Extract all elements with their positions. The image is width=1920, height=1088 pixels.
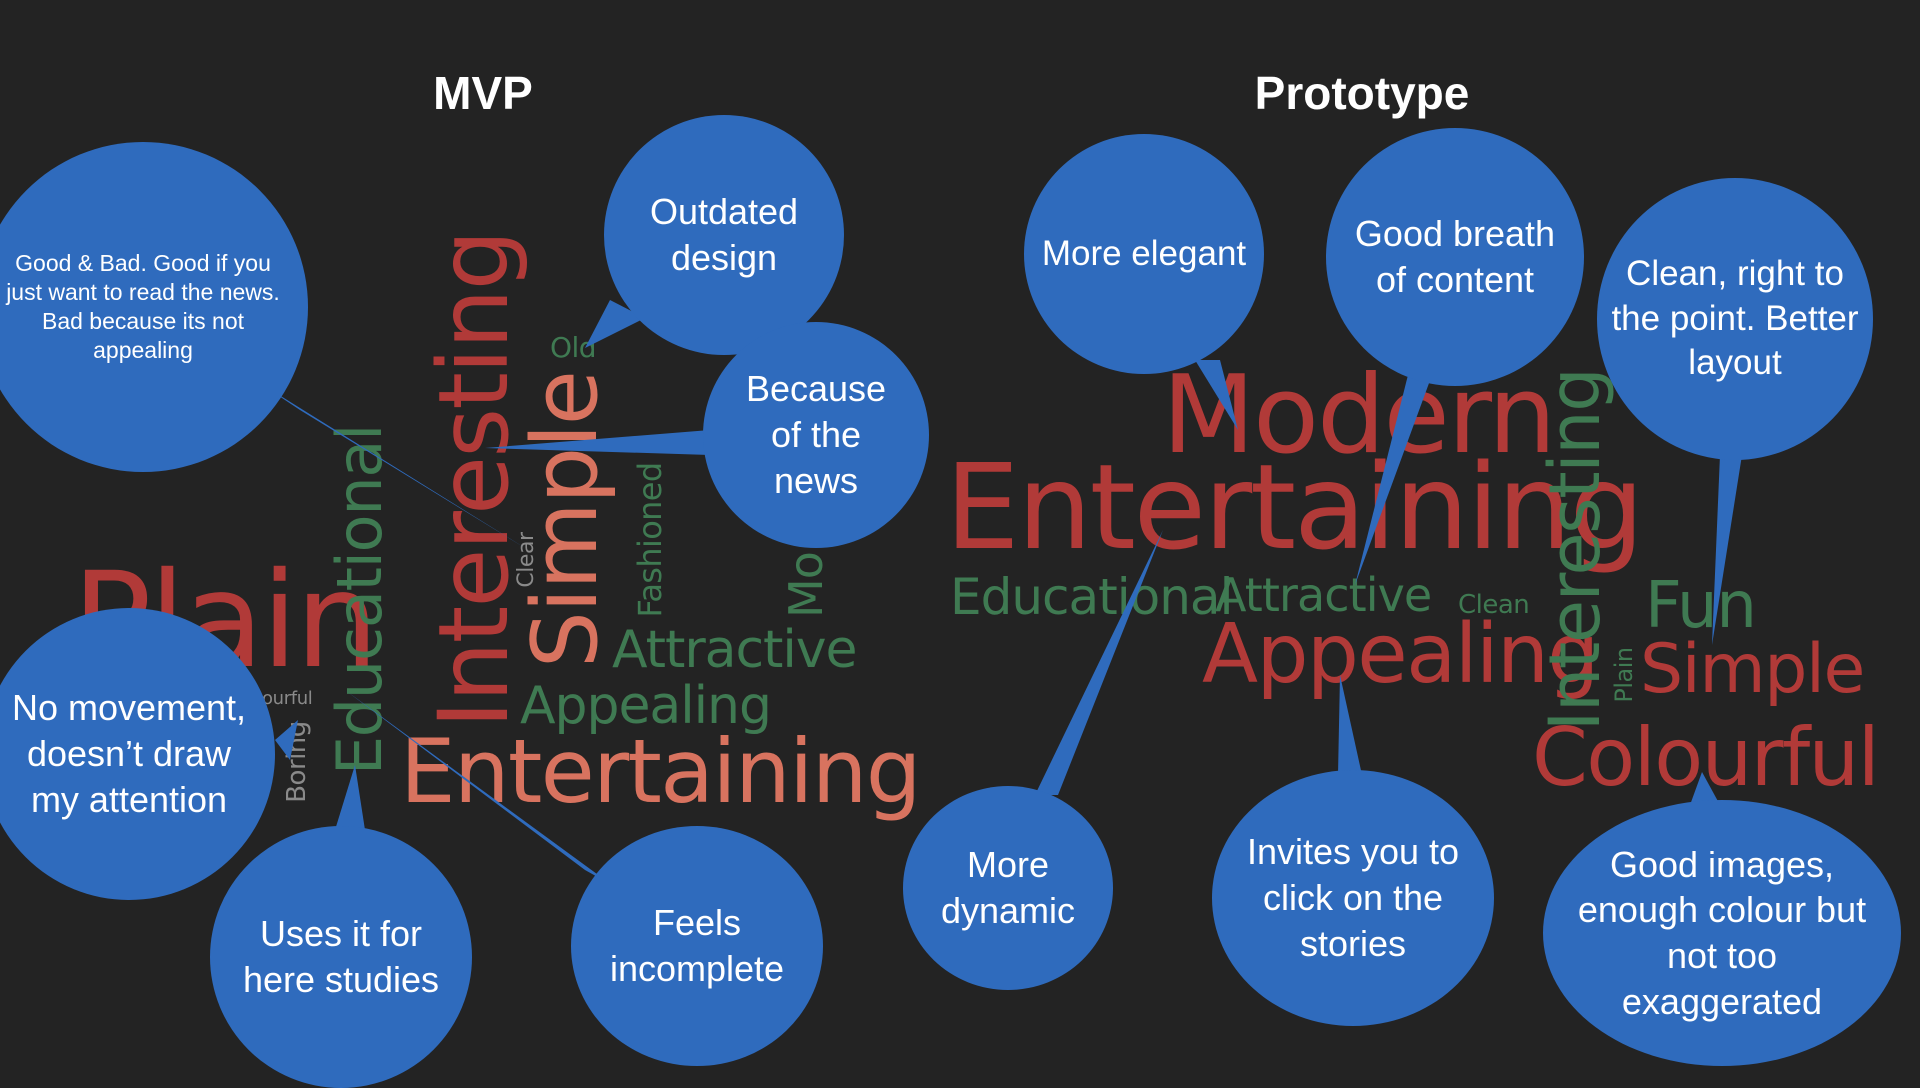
proto-word-appealing: Appealing <box>1202 607 1599 702</box>
prototype-heading: Prototype <box>1254 67 1470 119</box>
mvp-comment-feels-incomplete: Feels incomplete <box>571 826 823 1066</box>
tail-because-of-news <box>485 430 710 455</box>
mvp-comment-uses-for-studies: Uses it for here studies <box>210 826 472 1088</box>
mvp-comment-outdated-design: Outdated design <box>604 115 844 355</box>
tail-no-movement <box>275 720 298 760</box>
mvp-word-old: Old <box>550 331 596 364</box>
tail-invites-you <box>1338 675 1362 775</box>
prototype-comment-clean-right: Clean, right to the point. Better layout <box>1597 178 1873 460</box>
proto-word-attractive: Attractive <box>1215 568 1432 622</box>
mvp-comment-no-movement: No movement, doesn’t draw my attention <box>0 608 275 900</box>
proto-word-simple: Simple <box>1640 630 1865 709</box>
mvp-heading: MVP <box>433 67 533 119</box>
mvp-word-entertaining: Entertaining <box>400 720 922 823</box>
proto-word-clean: Clean <box>1458 590 1530 620</box>
tail-good-bad <box>255 380 525 548</box>
proto-word-educational: Educational <box>950 568 1233 626</box>
tail-good-images <box>1690 772 1720 805</box>
prototype-comment-more-dynamic: More dynamic <box>903 786 1113 990</box>
mvp-word-appealing: Appealing <box>520 676 772 736</box>
proto-word-fun: Fun <box>1645 569 1757 643</box>
tail-uses-for-studies <box>335 765 365 830</box>
tail-feels-incomplete <box>345 690 612 885</box>
tail-outdated-design <box>585 300 645 348</box>
tail-clean-right <box>1712 455 1742 645</box>
prototype-comment-invites-you: Invites you to click on the stories <box>1212 770 1494 1026</box>
tail-more-elegant <box>1195 360 1238 430</box>
prototype-comment-more-elegant: More elegant <box>1024 134 1264 374</box>
mvp-comment-because-of-news: Because of the news <box>703 322 929 548</box>
prototype-comment-good-images: Good images, enough colour but not too e… <box>1543 800 1901 1066</box>
tail-good-breath <box>1355 375 1432 585</box>
tail-more-dynamic <box>1035 530 1163 795</box>
mvp-word-ourful: ourful <box>262 688 313 709</box>
prototype-comment-good-breath: Good breath of content <box>1326 128 1584 386</box>
mvp-word-attractive: Attractive <box>612 620 858 680</box>
mvp-comment-good-bad: Good & Bad. Good if you just want to rea… <box>0 142 308 472</box>
proto-word-entertaining: Entertaining <box>945 438 1644 576</box>
